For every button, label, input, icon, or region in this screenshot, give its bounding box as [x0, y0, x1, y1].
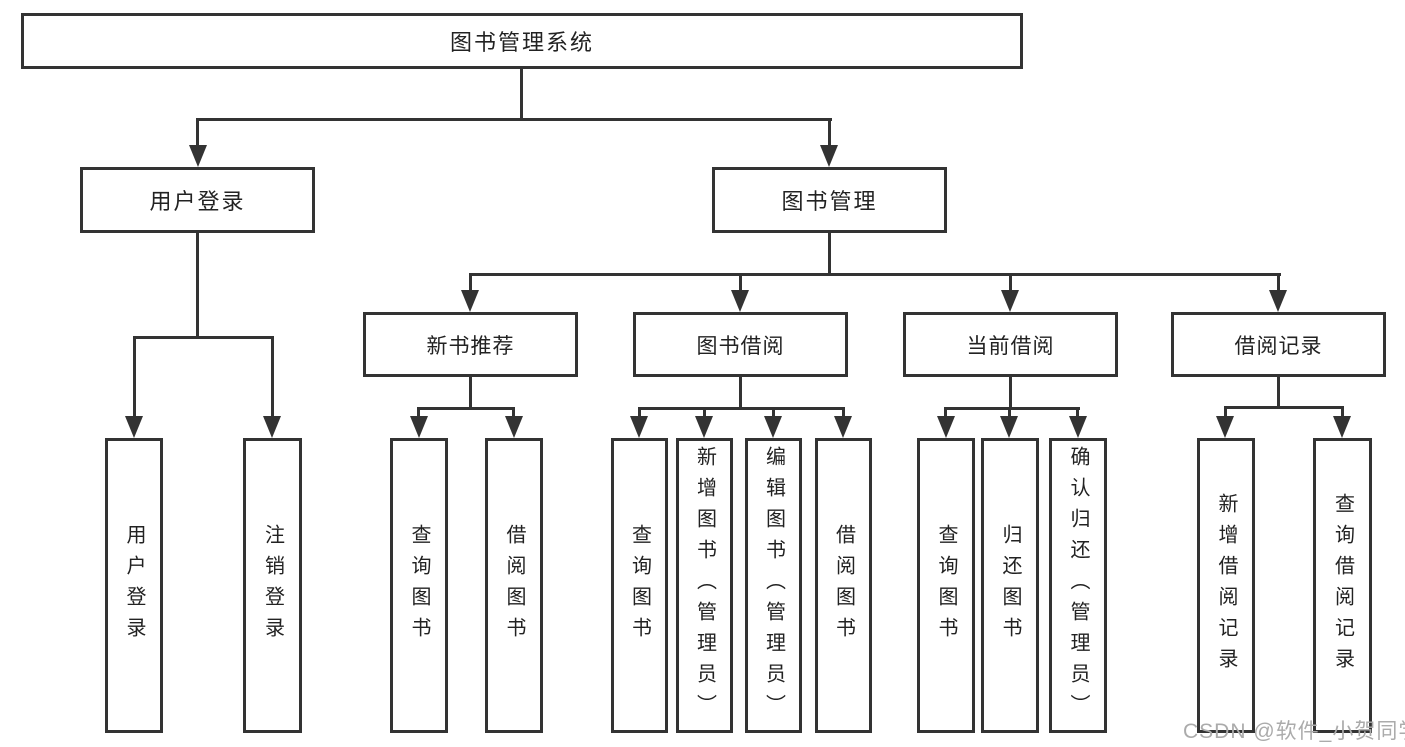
connector-arrowhead	[820, 145, 838, 167]
connector-arrowhead	[461, 290, 479, 312]
leaf-borrow-query: 查询图书	[611, 438, 668, 733]
connector-arrowhead	[630, 416, 648, 438]
leaf-logout: 注销登录	[243, 438, 302, 733]
leaf-current-query: 查询图书	[917, 438, 975, 733]
leaf-current-return: 归还图书	[981, 438, 1039, 733]
connector-line	[196, 118, 199, 146]
connector-line	[196, 232, 199, 336]
node-new-book-recommend-label: 新书推荐	[426, 334, 515, 358]
node-book-borrow: 图书借阅	[633, 312, 848, 377]
connector-arrowhead	[1333, 416, 1351, 438]
connector-line	[133, 336, 274, 339]
leaf-borrow-book-label: 借阅图书	[832, 523, 855, 648]
leaf-borrow-book: 借阅图书	[815, 438, 872, 733]
connector-line	[828, 118, 831, 146]
leaf-logout-label: 注销登录	[261, 523, 284, 648]
connector-line	[469, 376, 472, 407]
connector-line	[772, 407, 775, 418]
leaf-current-return-label: 归还图书	[999, 523, 1021, 648]
connector-line	[1224, 406, 1344, 409]
connector-line	[828, 232, 831, 273]
leaf-current-confirm-admin-label: 确认归还（管理员）	[1067, 446, 1089, 725]
connector-line	[1277, 376, 1280, 406]
connector-line	[520, 69, 523, 118]
connector-arrowhead	[731, 290, 749, 312]
leaf-borrow-edit-admin: 编辑图书（管理员）	[745, 438, 802, 733]
connector-arrowhead	[1269, 290, 1287, 312]
connector-line	[638, 407, 845, 410]
node-book-management-label: 图书管理	[781, 189, 878, 214]
connector-line	[739, 376, 742, 407]
connector-line	[1341, 406, 1344, 418]
connector-line	[1224, 406, 1227, 418]
connector-arrowhead	[125, 416, 143, 438]
leaf-borrow-add-admin-label: 新增图书（管理员）	[693, 446, 716, 725]
connector-line	[196, 118, 832, 121]
node-current-borrow-label: 当前借阅	[966, 334, 1055, 358]
connector-line	[944, 407, 947, 418]
leaf-borrow-edit-admin-label: 编辑图书（管理员）	[762, 446, 785, 725]
node-book-borrow-label: 图书借阅	[696, 334, 785, 358]
connector-line	[417, 407, 420, 418]
connector-arrowhead	[764, 416, 782, 438]
connector-arrowhead	[937, 416, 955, 438]
leaf-borrow-query-label: 查询图书	[628, 523, 651, 648]
connector-line	[739, 273, 742, 292]
node-current-borrow: 当前借阅	[903, 312, 1118, 377]
node-user-login: 用户登录	[80, 167, 315, 233]
connector-line	[1277, 273, 1280, 292]
leaf-current-confirm-admin: 确认归还（管理员）	[1049, 438, 1107, 733]
leaf-records-query: 查询借阅记录	[1313, 438, 1372, 733]
leaf-current-query-label: 查询图书	[935, 523, 957, 648]
connector-line	[133, 336, 136, 416]
leaf-records-add-label: 新增借阅记录	[1215, 492, 1237, 679]
node-book-management: 图书管理	[712, 167, 947, 233]
connector-arrowhead	[1216, 416, 1234, 438]
node-borrow-records: 借阅记录	[1171, 312, 1386, 377]
connector-arrowhead	[1000, 416, 1018, 438]
connector-line	[638, 407, 641, 418]
connector-line	[512, 407, 515, 418]
connector-arrowhead	[1001, 290, 1019, 312]
node-root: 图书管理系统	[21, 13, 1023, 69]
leaf-borrow-add-admin: 新增图书（管理员）	[676, 438, 733, 733]
leaf-user-login: 用户登录	[105, 438, 163, 733]
connector-line	[469, 273, 472, 292]
connector-line	[842, 407, 845, 418]
connector-line	[417, 407, 515, 410]
connector-arrowhead	[189, 145, 207, 167]
leaf-newbooks-borrow-label: 借阅图书	[503, 523, 525, 648]
connector-arrowhead	[695, 416, 713, 438]
leaf-records-add: 新增借阅记录	[1197, 438, 1255, 733]
connector-line	[1009, 273, 1012, 292]
node-user-login-label: 用户登录	[149, 189, 246, 214]
leaf-newbooks-query-label: 查询图书	[408, 523, 430, 648]
connector-arrowhead	[410, 416, 428, 438]
connector-line	[703, 407, 706, 418]
connector-arrowhead	[1069, 416, 1087, 438]
connector-arrowhead	[263, 416, 281, 438]
node-root-label: 图书管理系统	[449, 30, 594, 55]
watermark: CSDN @软件_小贺同学	[1183, 720, 1405, 743]
connector-line	[271, 336, 274, 416]
leaf-records-query-label: 查询借阅记录	[1331, 492, 1354, 679]
connector-line	[1008, 407, 1011, 418]
node-new-book-recommend: 新书推荐	[363, 312, 578, 377]
leaf-newbooks-query: 查询图书	[390, 438, 448, 733]
connector-arrowhead	[505, 416, 523, 438]
connector-line	[1009, 376, 1012, 407]
connector-line	[944, 407, 1080, 410]
node-borrow-records-label: 借阅记录	[1234, 334, 1323, 358]
connector-arrowhead	[834, 416, 852, 438]
connector-line	[1076, 407, 1079, 418]
leaf-user-login-label: 用户登录	[123, 523, 145, 648]
leaf-newbooks-borrow: 借阅图书	[485, 438, 543, 733]
connector-line	[469, 273, 1281, 276]
